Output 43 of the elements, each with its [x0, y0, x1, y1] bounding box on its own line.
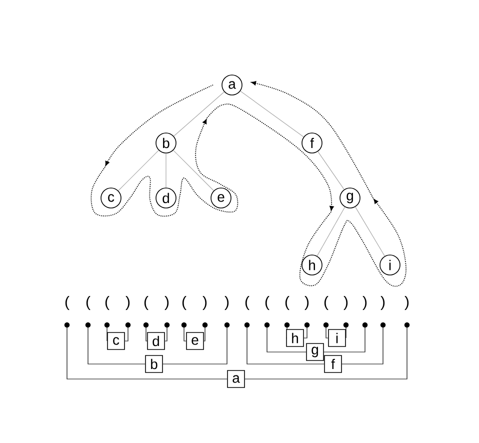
tree-node: e	[210, 188, 232, 208]
parenthesis: (	[65, 296, 70, 310]
parenthesis: )	[380, 296, 385, 310]
tree-line	[173, 150, 214, 191]
label-box: e	[186, 332, 204, 350]
label-box: c	[107, 332, 125, 350]
tree-line	[174, 92, 224, 136]
parenthesis: (	[265, 296, 270, 310]
tree-node: a	[222, 74, 242, 96]
tree-node: b	[156, 132, 176, 154]
tree-node: g	[340, 188, 360, 208]
tree-line	[355, 206, 385, 256]
label-box: d	[147, 332, 165, 350]
label-box: g	[306, 343, 324, 361]
parenthesis: )	[404, 296, 409, 310]
label-box: a	[227, 370, 245, 388]
parenthesis: )	[362, 296, 367, 310]
label-box: b	[145, 355, 163, 373]
label-box: f	[324, 355, 342, 373]
parenthesis: )	[164, 296, 169, 310]
parenthesis: (	[245, 296, 250, 310]
parenthesis: (	[285, 296, 290, 310]
parenthesis: )	[126, 296, 130, 310]
parenthesis: (	[105, 296, 110, 310]
tree-line	[118, 150, 159, 191]
parenthesis: )	[202, 296, 207, 310]
parenthesis: )	[224, 296, 229, 310]
parenthesis: (	[86, 296, 90, 310]
parenthesis: (	[144, 296, 148, 310]
parenthesis: (	[324, 296, 328, 310]
tree-node: h	[302, 254, 322, 276]
tree-node: f	[302, 132, 322, 154]
label-box: i	[328, 329, 346, 347]
parenthesis: )	[344, 296, 348, 310]
tree-line	[318, 151, 344, 190]
label-box: h	[286, 329, 304, 347]
tree-node: c	[100, 188, 122, 208]
parenthesis: (	[182, 296, 186, 310]
tree-node: i	[380, 254, 400, 276]
parenthesis: )	[304, 296, 309, 310]
tree-line	[316, 206, 346, 256]
tree-node: d	[156, 188, 176, 208]
tree-line	[240, 90, 304, 138]
